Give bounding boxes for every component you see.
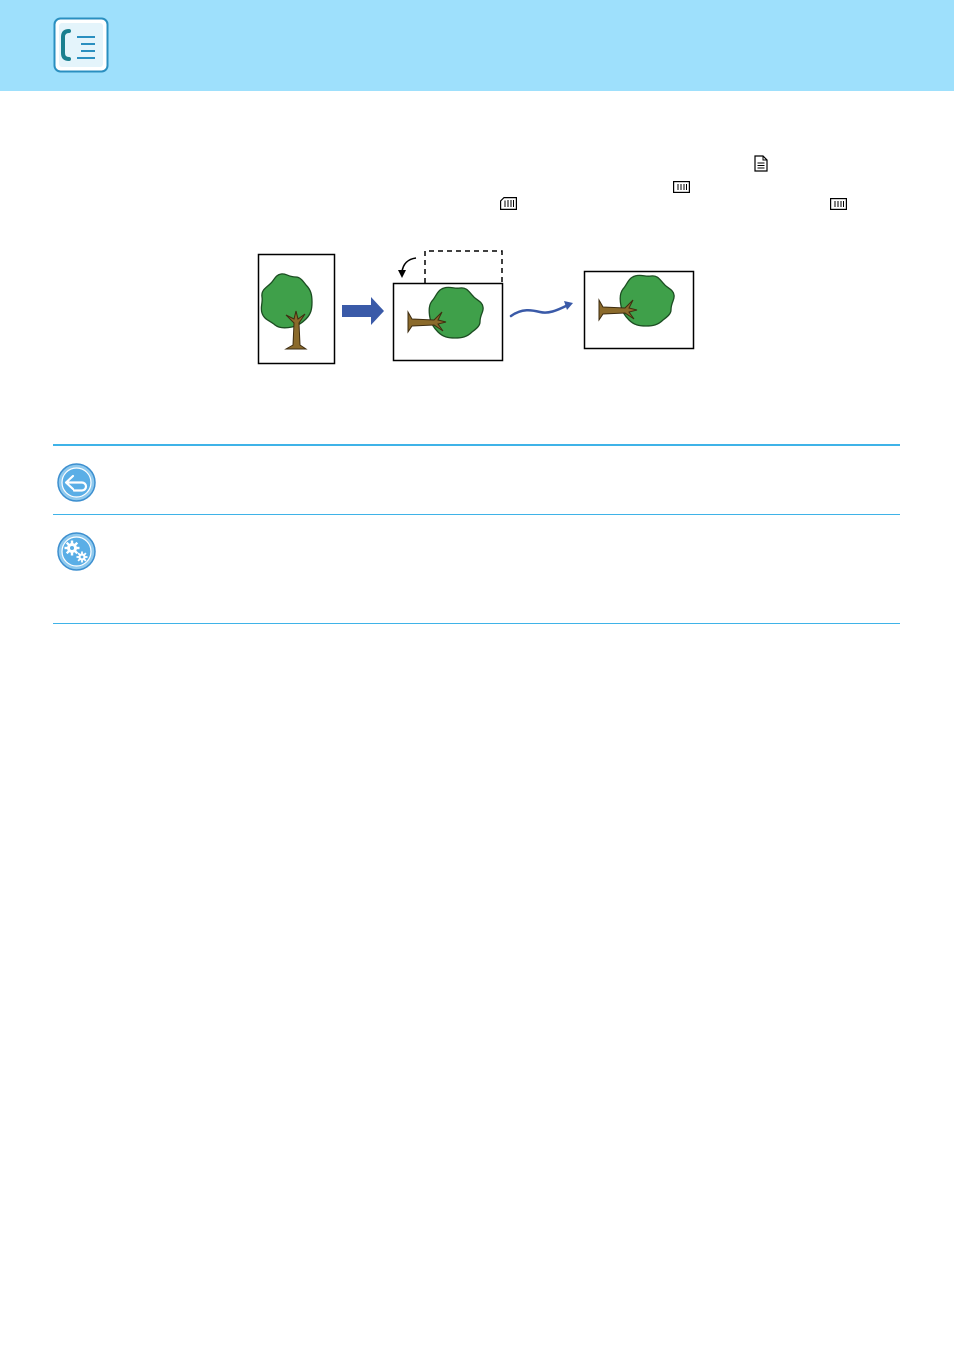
- back-arrow-icon: [57, 463, 96, 502]
- page-header: [0, 0, 954, 91]
- portrait-document-rotated-icon: [500, 197, 517, 210]
- transmission-wave-icon: [511, 305, 568, 316]
- landscape-document-icon: [830, 198, 847, 210]
- arrow-right-icon: [342, 297, 384, 325]
- fax-icon: [53, 17, 109, 73]
- divider-top: [53, 444, 900, 446]
- rotation-diagram: [250, 245, 710, 370]
- divider-bottom: [53, 623, 900, 624]
- divider-middle: [53, 514, 900, 515]
- tree-rotated-landscape: [394, 251, 503, 361]
- portrait-document-icon: [754, 155, 768, 172]
- rotate-arrow-icon: [402, 258, 416, 272]
- settings-gear-icon: [57, 532, 96, 571]
- tree-original-portrait: [259, 255, 335, 364]
- tree-received-landscape: [585, 272, 694, 349]
- landscape-document-icon: [673, 181, 690, 193]
